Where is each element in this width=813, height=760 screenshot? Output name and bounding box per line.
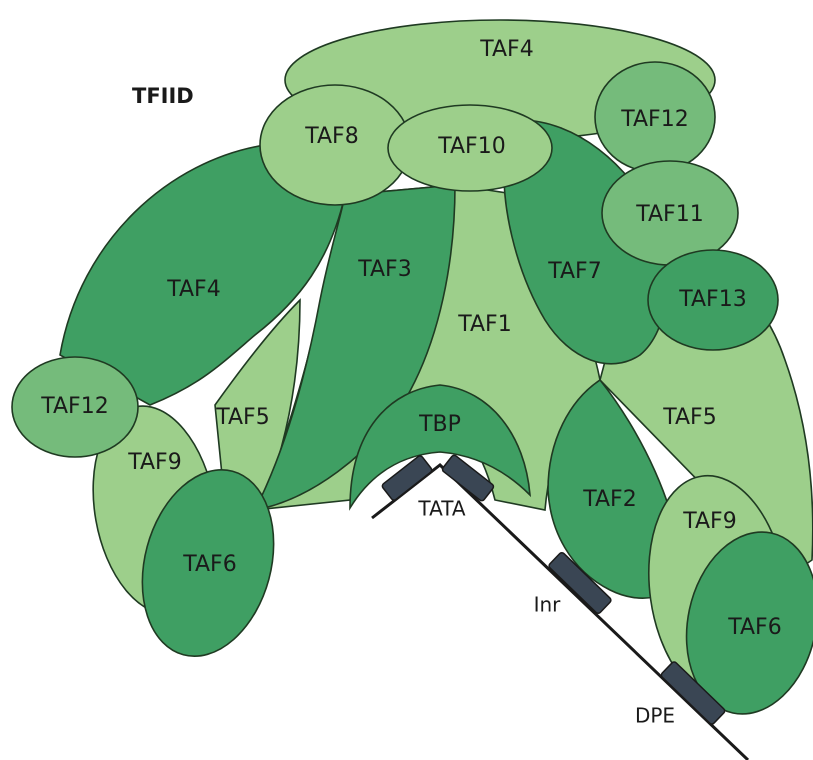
taf5-right-label: TAF5	[662, 405, 716, 430]
taf10-shape	[387, 104, 553, 192]
taf3-shape	[253, 184, 456, 512]
inr-label: Inr	[534, 593, 562, 617]
taf6-right-label: TAF6	[727, 615, 781, 640]
taf12-left-label: TAF12	[40, 394, 108, 419]
taf5-left-label: TAF5	[215, 405, 269, 430]
taf7-label: TAF7	[547, 259, 601, 284]
taf9-right-label: TAF9	[682, 509, 736, 534]
tbp-shape	[349, 384, 531, 511]
taf6-left-shape	[141, 468, 275, 658]
taf6-right-shape	[685, 531, 813, 715]
tata-element	[381, 454, 495, 502]
taf12-top-label: TAF12	[620, 107, 688, 132]
dpe-element	[660, 661, 726, 725]
taf2-shape	[547, 378, 681, 599]
diagram-title: TFIID	[132, 84, 194, 108]
taf13-shape	[647, 249, 779, 351]
inr-element	[548, 551, 612, 615]
taf12-left-shape	[11, 356, 139, 458]
dpe-label: DPE	[635, 704, 675, 728]
taf8-label: TAF8	[304, 124, 358, 149]
taf4-top-label: TAF4	[479, 37, 533, 62]
taf1-label: TAF1	[457, 312, 511, 337]
tbp-label: TBP	[418, 412, 461, 437]
taf9-left-label: TAF9	[127, 450, 181, 475]
taf10-label: TAF10	[437, 134, 505, 159]
tata-label: TATA	[417, 497, 465, 521]
taf4-left-label: TAF4	[166, 277, 220, 302]
taf3-label: TAF3	[357, 257, 411, 282]
taf6-left-label: TAF6	[182, 552, 236, 577]
taf2-label: TAF2	[582, 487, 636, 512]
taf11-label: TAF11	[635, 202, 703, 227]
taf13-label: TAF13	[678, 287, 746, 312]
